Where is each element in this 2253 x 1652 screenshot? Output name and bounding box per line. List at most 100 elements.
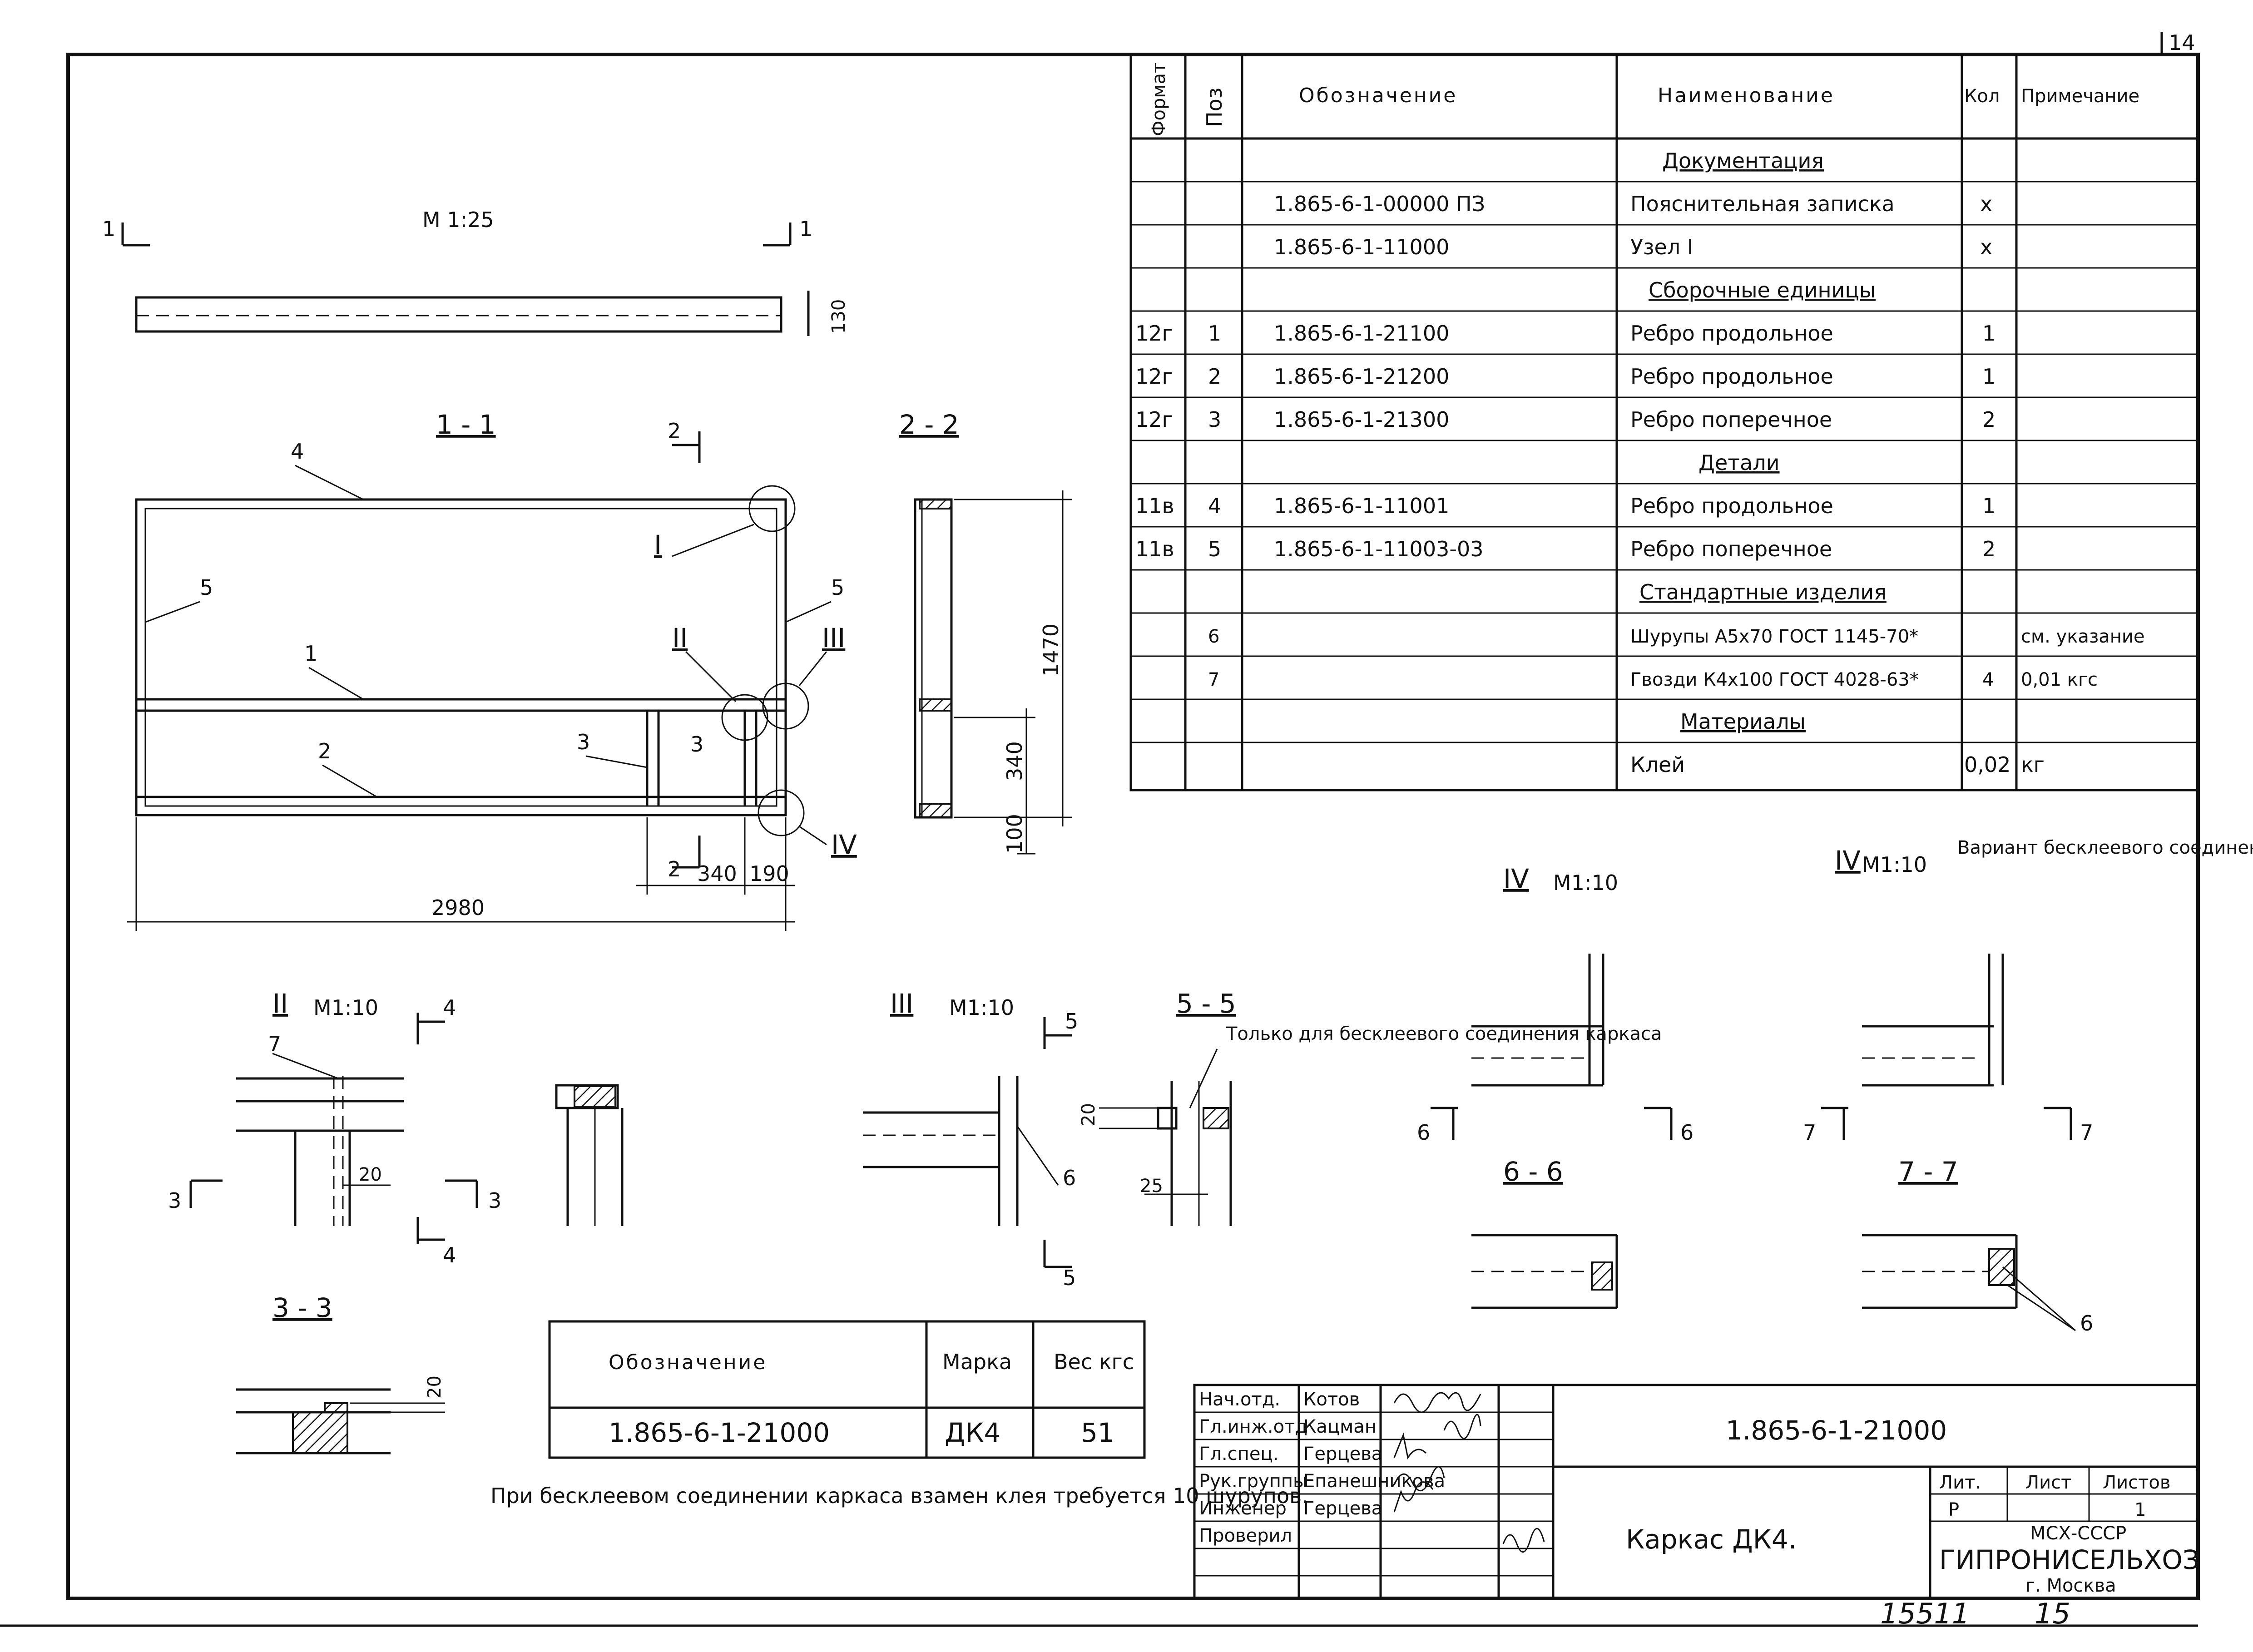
drawing-label: Пояснительная записка <box>1630 192 1895 216</box>
node-II-cut-4-top: 4 <box>443 995 456 1020</box>
mark-weight: 51 <box>1081 1417 1114 1448</box>
node-IV-variant-scale: М1:10 <box>1862 852 1927 877</box>
section-5-5-title: 5 - 5 <box>1176 988 1236 1019</box>
spec-row: 6 Шурупы А5х70 ГОСТ 1145-70* см. указани… <box>1208 626 2144 647</box>
node-III-scale: М1:10 <box>949 995 1014 1020</box>
spec-header-note: Примечание <box>2021 86 2139 107</box>
spec-row: Документация <box>1662 148 1824 173</box>
spec-row: Сборочные единицы <box>1649 278 1876 302</box>
drawing-label: 1 <box>1208 321 1221 346</box>
node-IV-variant-title: IV <box>1835 845 1861 876</box>
node-III: III М1:10 5 6 5 <box>863 988 1078 1290</box>
drawing-label: Ребро продольное <box>1630 364 1833 389</box>
drawing-label: 4 <box>1982 669 1994 690</box>
spec-row: 12г 3 1.865-6-1-21300 Ребро поперечное 2 <box>1135 407 1996 432</box>
drawing-label: Узел I <box>1630 235 1693 259</box>
spec-header-designation: Обозначение <box>1299 84 1457 107</box>
dim-100: 100 <box>1002 814 1027 854</box>
name-4: Герцева <box>1303 1498 1382 1519</box>
node-IV-scale: М1:10 <box>1553 871 1618 895</box>
assembly-note: При бесклеевом соединении каркаса взамен… <box>490 1484 1308 1508</box>
footer-number: 15511 <box>1880 1597 1970 1630</box>
drawing-label: x <box>1980 192 1992 216</box>
section-1-1: 1 - 1 4 5 1 2 3 3 5 I II III IV <box>127 409 857 931</box>
plan-view: М 1:25 1 1 130 <box>102 208 849 336</box>
callout-1: 1 <box>304 641 317 666</box>
org-2: ГИПРОНИСЕЛЬХОЗ <box>1939 1544 2199 1575</box>
sheets-label: Листов <box>2103 1472 2170 1493</box>
drawing-label: 11в <box>1135 494 1174 518</box>
node-I-label: I <box>654 529 662 560</box>
signature-0 <box>1393 1392 1481 1413</box>
sheets-value: 1 <box>2134 1499 2146 1520</box>
drawing-label: 1.865-6-1-00000 ПЗ <box>1274 192 1485 216</box>
org-1: МСХ-СССР <box>2030 1523 2126 1544</box>
drawing-label: 7 <box>1208 669 1219 690</box>
drawing-label: 1.865-6-1-21300 <box>1274 407 1449 432</box>
drawing-label: 2 <box>1208 364 1221 389</box>
corner-sheet-mark: 14 <box>2169 30 2195 55</box>
node-III-cut-5-bottom: 5 <box>1063 1266 1076 1290</box>
spec-section-standard: Стандартные изделия <box>1639 580 1887 604</box>
spec-table: Формат Поз Обозначение Наименование Кол … <box>1129 53 2199 791</box>
spec-row: 7 Гвозди К4х100 ГОСТ 4028-63* 4 0,01 кгс <box>1208 669 2098 690</box>
spec-section-materials: Материалы <box>1680 709 1806 734</box>
mark-header-mark: Марка <box>942 1350 1012 1374</box>
section-5-5: 5 - 5 Только для бесклеевого соединения … <box>1078 988 1662 1226</box>
drawing-label: Шурупы А5х70 ГОСТ 1145-70* <box>1630 626 1918 647</box>
sheet-label: Лист <box>2025 1472 2071 1493</box>
node-IV-cut-6-left: 6 <box>1417 1120 1430 1145</box>
drawing-label: 1 <box>1982 494 1996 518</box>
node-III-title: III <box>890 988 913 1019</box>
drawing-label: 12г <box>1135 364 1173 389</box>
spec-header-name: Наименование <box>1658 84 1835 107</box>
drawing-label: Ребро поперечное <box>1630 537 1832 561</box>
callout-5-left: 5 <box>200 575 213 600</box>
callout-4: 4 <box>291 439 304 464</box>
section-5-5-dim-20: 20 <box>1078 1103 1099 1126</box>
drawing-label: 2 <box>1982 407 1996 432</box>
spec-row: 12г 2 1.865-6-1-21200 Ребро продольное 1 <box>1135 364 1996 389</box>
spec-row: 1.865-6-1-11000 Узел I x <box>1274 235 1992 259</box>
section-6-6: 6 - 6 <box>1471 1156 1618 1309</box>
node-II-cut-4-bottom: 4 <box>443 1243 456 1267</box>
node-III-callout-6: 6 <box>1063 1166 1076 1190</box>
signature-2 <box>1393 1432 1427 1459</box>
title-block-title: Каркас ДК4. <box>1626 1524 1797 1555</box>
name-1: Кацман <box>1303 1416 1377 1437</box>
spec-row: Материалы <box>1680 709 1806 734</box>
mark-designation: 1.865-6-1-21000 <box>609 1417 830 1448</box>
drawing-label: 12г <box>1135 407 1173 432</box>
signature-3 <box>1393 1466 1445 1492</box>
node-II-cut-3-right: 3 <box>488 1188 501 1213</box>
role-4: Инженер <box>1199 1498 1287 1519</box>
drawing-label: 12г <box>1135 321 1173 346</box>
drawing-label: Ребро продольное <box>1630 321 1833 346</box>
drawing-label: x <box>1980 235 1992 259</box>
spec-section-documentation: Документация <box>1662 148 1824 173</box>
plan-cut-right: 1 <box>799 217 812 241</box>
dim-1470: 1470 <box>1039 623 1063 677</box>
drawing-label: 1.865-6-1-21100 <box>1274 321 1449 346</box>
lit-value: Р <box>1948 1499 1959 1520</box>
node-II: II М1:10 4 7 20 3 3 4 <box>168 988 624 1267</box>
name-3: Епанешникова <box>1303 1471 1445 1492</box>
spec-header-format: Формат <box>1149 63 1169 136</box>
plan-scale: М 1:25 <box>422 208 494 232</box>
section-cut-2-bottom: 2 <box>668 857 681 881</box>
node-IV-variant-cut-7-left: 7 <box>1803 1120 1816 1145</box>
dim-2980: 2980 <box>431 895 485 920</box>
callout-3: 3 <box>577 730 590 754</box>
section-5-5-dim-25: 25 <box>1140 1176 1163 1197</box>
dim-340: 340 <box>697 861 737 886</box>
callout-2: 2 <box>318 739 331 763</box>
node-IV-variant-cut-7-right: 7 <box>2080 1120 2093 1145</box>
section-cut-2-top: 2 <box>668 419 681 443</box>
node-II-cut-3-left: 3 <box>168 1188 181 1213</box>
section-3-3-dim-20: 20 <box>424 1375 445 1399</box>
section-7-7-callout-6: 6 <box>2080 1311 2093 1335</box>
section-2-2: 2 - 2 1470 340 100 <box>899 409 1072 855</box>
drawing-label: 1.865-6-1-11001 <box>1274 494 1449 518</box>
mark-table: Обозначение Марка Вес кгс 1.865-6-1-2100… <box>548 1320 1146 1459</box>
